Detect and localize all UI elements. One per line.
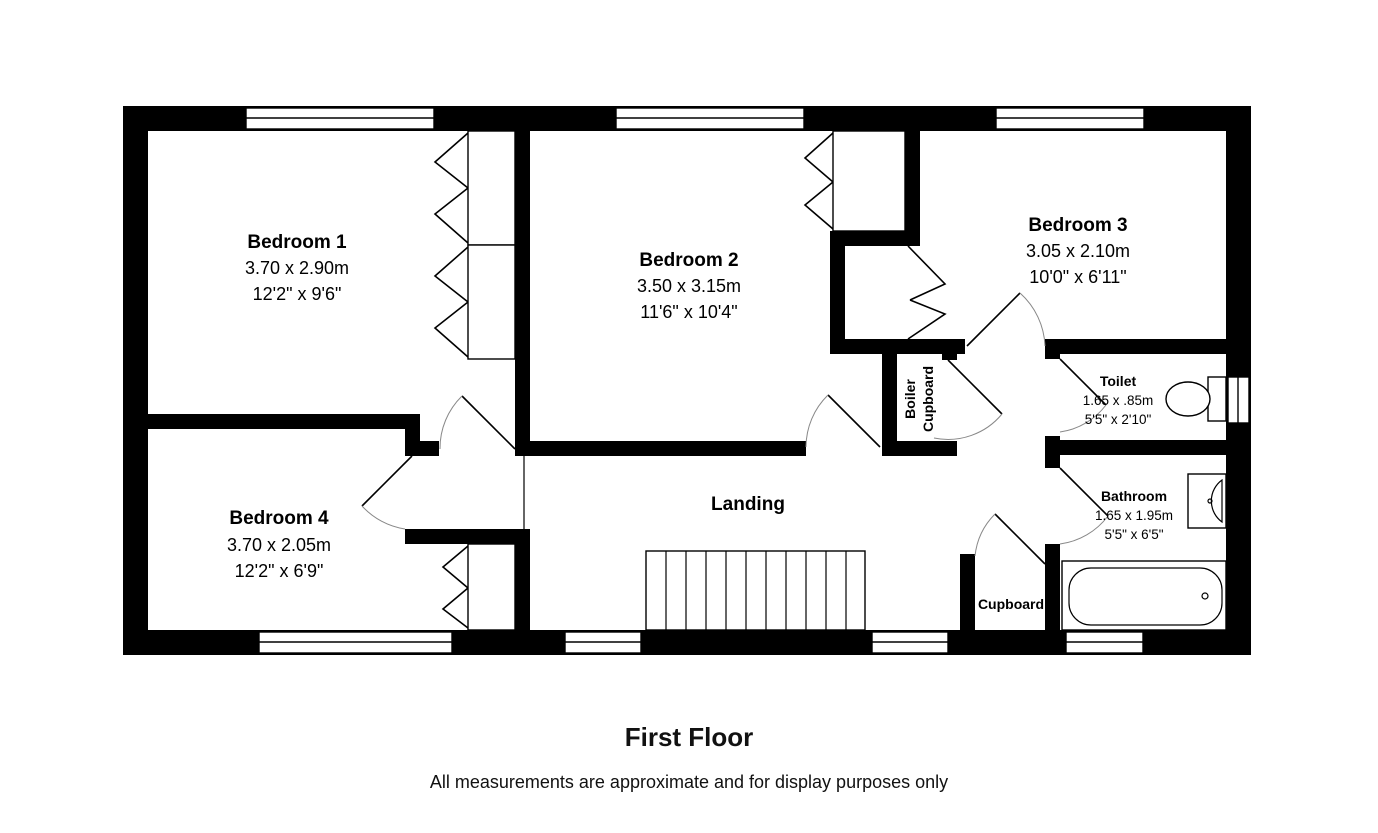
label-bedroom3: Bedroom 3 3.05 x 2.10m 10'0" x 6'11" [1026, 215, 1130, 287]
window-bedroom3 [995, 107, 1145, 130]
toilet-metric: 1.65 x .85m [1083, 393, 1154, 408]
bedroom4-metric: 3.70 x 2.05m [227, 535, 331, 555]
window-landing-right [871, 631, 949, 654]
bathroom-name: Bathroom [1101, 488, 1167, 504]
window-bathroom [1065, 631, 1144, 654]
boiler-line1: Boiler [902, 379, 918, 419]
bedroom1-imperial: 12'2" x 9'6" [253, 284, 342, 304]
label-landing: Landing [711, 494, 785, 515]
floor-title: First Floor [624, 722, 754, 752]
basin-fixture [1187, 473, 1227, 529]
stairs [645, 550, 866, 631]
wardrobes [433, 130, 947, 631]
window-toilet [1227, 376, 1250, 424]
cupboard-name: Cupboard [978, 596, 1044, 612]
interior-walls [123, 106, 1251, 655]
windows [245, 107, 1250, 654]
disclaimer-text: All measurements are approximate and for… [429, 772, 949, 792]
label-bedroom1: Bedroom 1 3.70 x 2.90m 12'2" x 9'6" [245, 232, 349, 304]
label-bathroom: Bathroom 1.65 x 1.95m 5'5" x 6'5" [1095, 488, 1173, 542]
bedroom2-imperial: 11'6" x 10'4" [640, 302, 737, 322]
bathroom-metric: 1.65 x 1.95m [1095, 508, 1173, 523]
window-bedroom2 [615, 107, 805, 130]
bedroom1-name: Bedroom 1 [247, 232, 347, 253]
bedroom3-imperial: 10'0" x 6'11" [1029, 267, 1126, 287]
toilet-fixture [1165, 376, 1227, 422]
bedroom2-metric: 3.50 x 3.15m [637, 276, 741, 296]
bedroom4-name: Bedroom 4 [229, 508, 329, 529]
label-boiler-cupboard: Boiler Cupboard [902, 366, 936, 432]
bath-fixture [1061, 560, 1227, 631]
bedroom4-imperial: 12'2" x 6'9" [235, 561, 324, 581]
toilet-name: Toilet [1100, 373, 1137, 389]
landing-name: Landing [711, 494, 785, 515]
window-bedroom1 [245, 107, 435, 130]
bedroom2-name: Bedroom 2 [639, 250, 738, 271]
label-bedroom2: Bedroom 2 3.50 x 3.15m 11'6" x 10'4" [637, 250, 741, 322]
label-bedroom4: Bedroom 4 3.70 x 2.05m 12'2" x 6'9" [227, 508, 331, 581]
boiler-line2: Cupboard [920, 366, 936, 432]
label-cupboard: Cupboard [978, 596, 1044, 612]
label-toilet: Toilet 1.65 x .85m 5'5" x 2'10" [1083, 373, 1154, 427]
bathroom-imperial: 5'5" x 6'5" [1104, 527, 1163, 542]
bedroom3-metric: 3.05 x 2.10m [1026, 241, 1130, 261]
doors [361, 292, 1109, 565]
window-bedroom4 [258, 631, 453, 654]
window-landing-left [564, 631, 642, 654]
bedroom3-name: Bedroom 3 [1028, 215, 1127, 236]
floor-plan: Bedroom 1 3.70 x 2.90m 12'2" x 9'6" Bedr… [123, 106, 1251, 655]
bedroom1-metric: 3.70 x 2.90m [245, 258, 349, 278]
toilet-imperial: 5'5" x 2'10" [1085, 412, 1152, 427]
